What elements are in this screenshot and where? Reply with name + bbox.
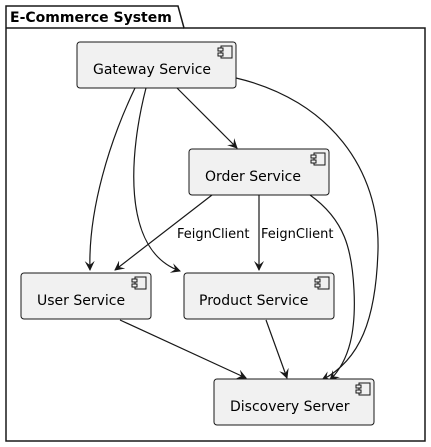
edge-user-discovery xyxy=(119,319,247,379)
edge-product-discovery xyxy=(265,319,289,379)
component-icon xyxy=(131,276,147,290)
component-gateway-service[interactable]: Gateway Service xyxy=(76,41,237,89)
edge-gateway-discovery xyxy=(235,77,379,381)
edge-order-user xyxy=(114,194,213,271)
component-discovery-server[interactable]: Discovery Server xyxy=(213,378,375,426)
component-icon xyxy=(355,382,371,396)
component-icon xyxy=(314,276,330,290)
component-icon xyxy=(217,45,233,59)
component-icon xyxy=(310,152,326,166)
component-label: User Service xyxy=(37,293,125,309)
edges xyxy=(84,77,379,381)
component-product-service[interactable]: Product Service xyxy=(183,272,335,320)
package-e-commerce-system: E-Commerce System xyxy=(5,5,426,442)
component-label: Discovery Server xyxy=(230,399,350,415)
edge-label-order-user: FeignClient xyxy=(177,227,250,242)
component-order-service[interactable]: Order Service xyxy=(188,148,330,196)
component-user-service[interactable]: User Service xyxy=(20,272,152,320)
component-label: Product Service xyxy=(199,293,308,309)
edge-gateway-user xyxy=(84,87,136,271)
edge-label-order-product: FeignClient xyxy=(261,227,334,242)
edge-gateway-product xyxy=(133,87,181,273)
edge-order-discovery xyxy=(309,194,355,381)
component-label: Gateway Service xyxy=(93,62,211,78)
edge-gateway-order xyxy=(176,87,238,149)
component-label: Order Service xyxy=(205,169,301,185)
package-title: E-Commerce System xyxy=(10,10,172,26)
